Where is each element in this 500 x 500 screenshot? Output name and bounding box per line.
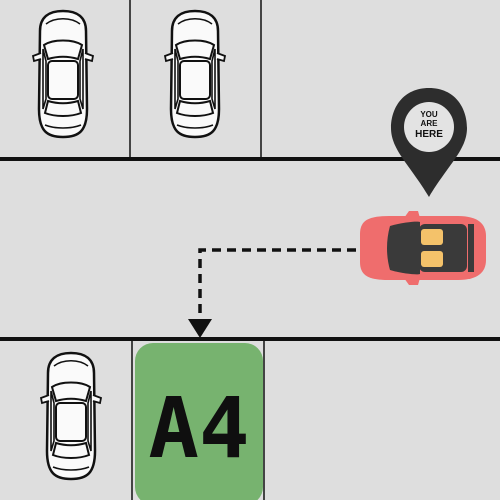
route-arrow	[198, 248, 356, 322]
target-slot[interactable]	[135, 343, 263, 500]
pin-line-1: YOU	[420, 110, 438, 119]
car-seat	[421, 251, 443, 267]
target-slot-label: A4	[148, 379, 249, 477]
pin-line-3: HERE	[415, 129, 443, 140]
parked-car	[39, 351, 103, 481]
user-car	[360, 211, 486, 285]
parked-car	[163, 9, 227, 139]
parked-car	[31, 9, 95, 139]
pin-line-2: ARE	[421, 119, 439, 128]
location-pin-icon: YOU ARE HERE	[391, 88, 467, 197]
car-seat	[421, 229, 443, 245]
arrow-head-icon	[188, 319, 212, 338]
